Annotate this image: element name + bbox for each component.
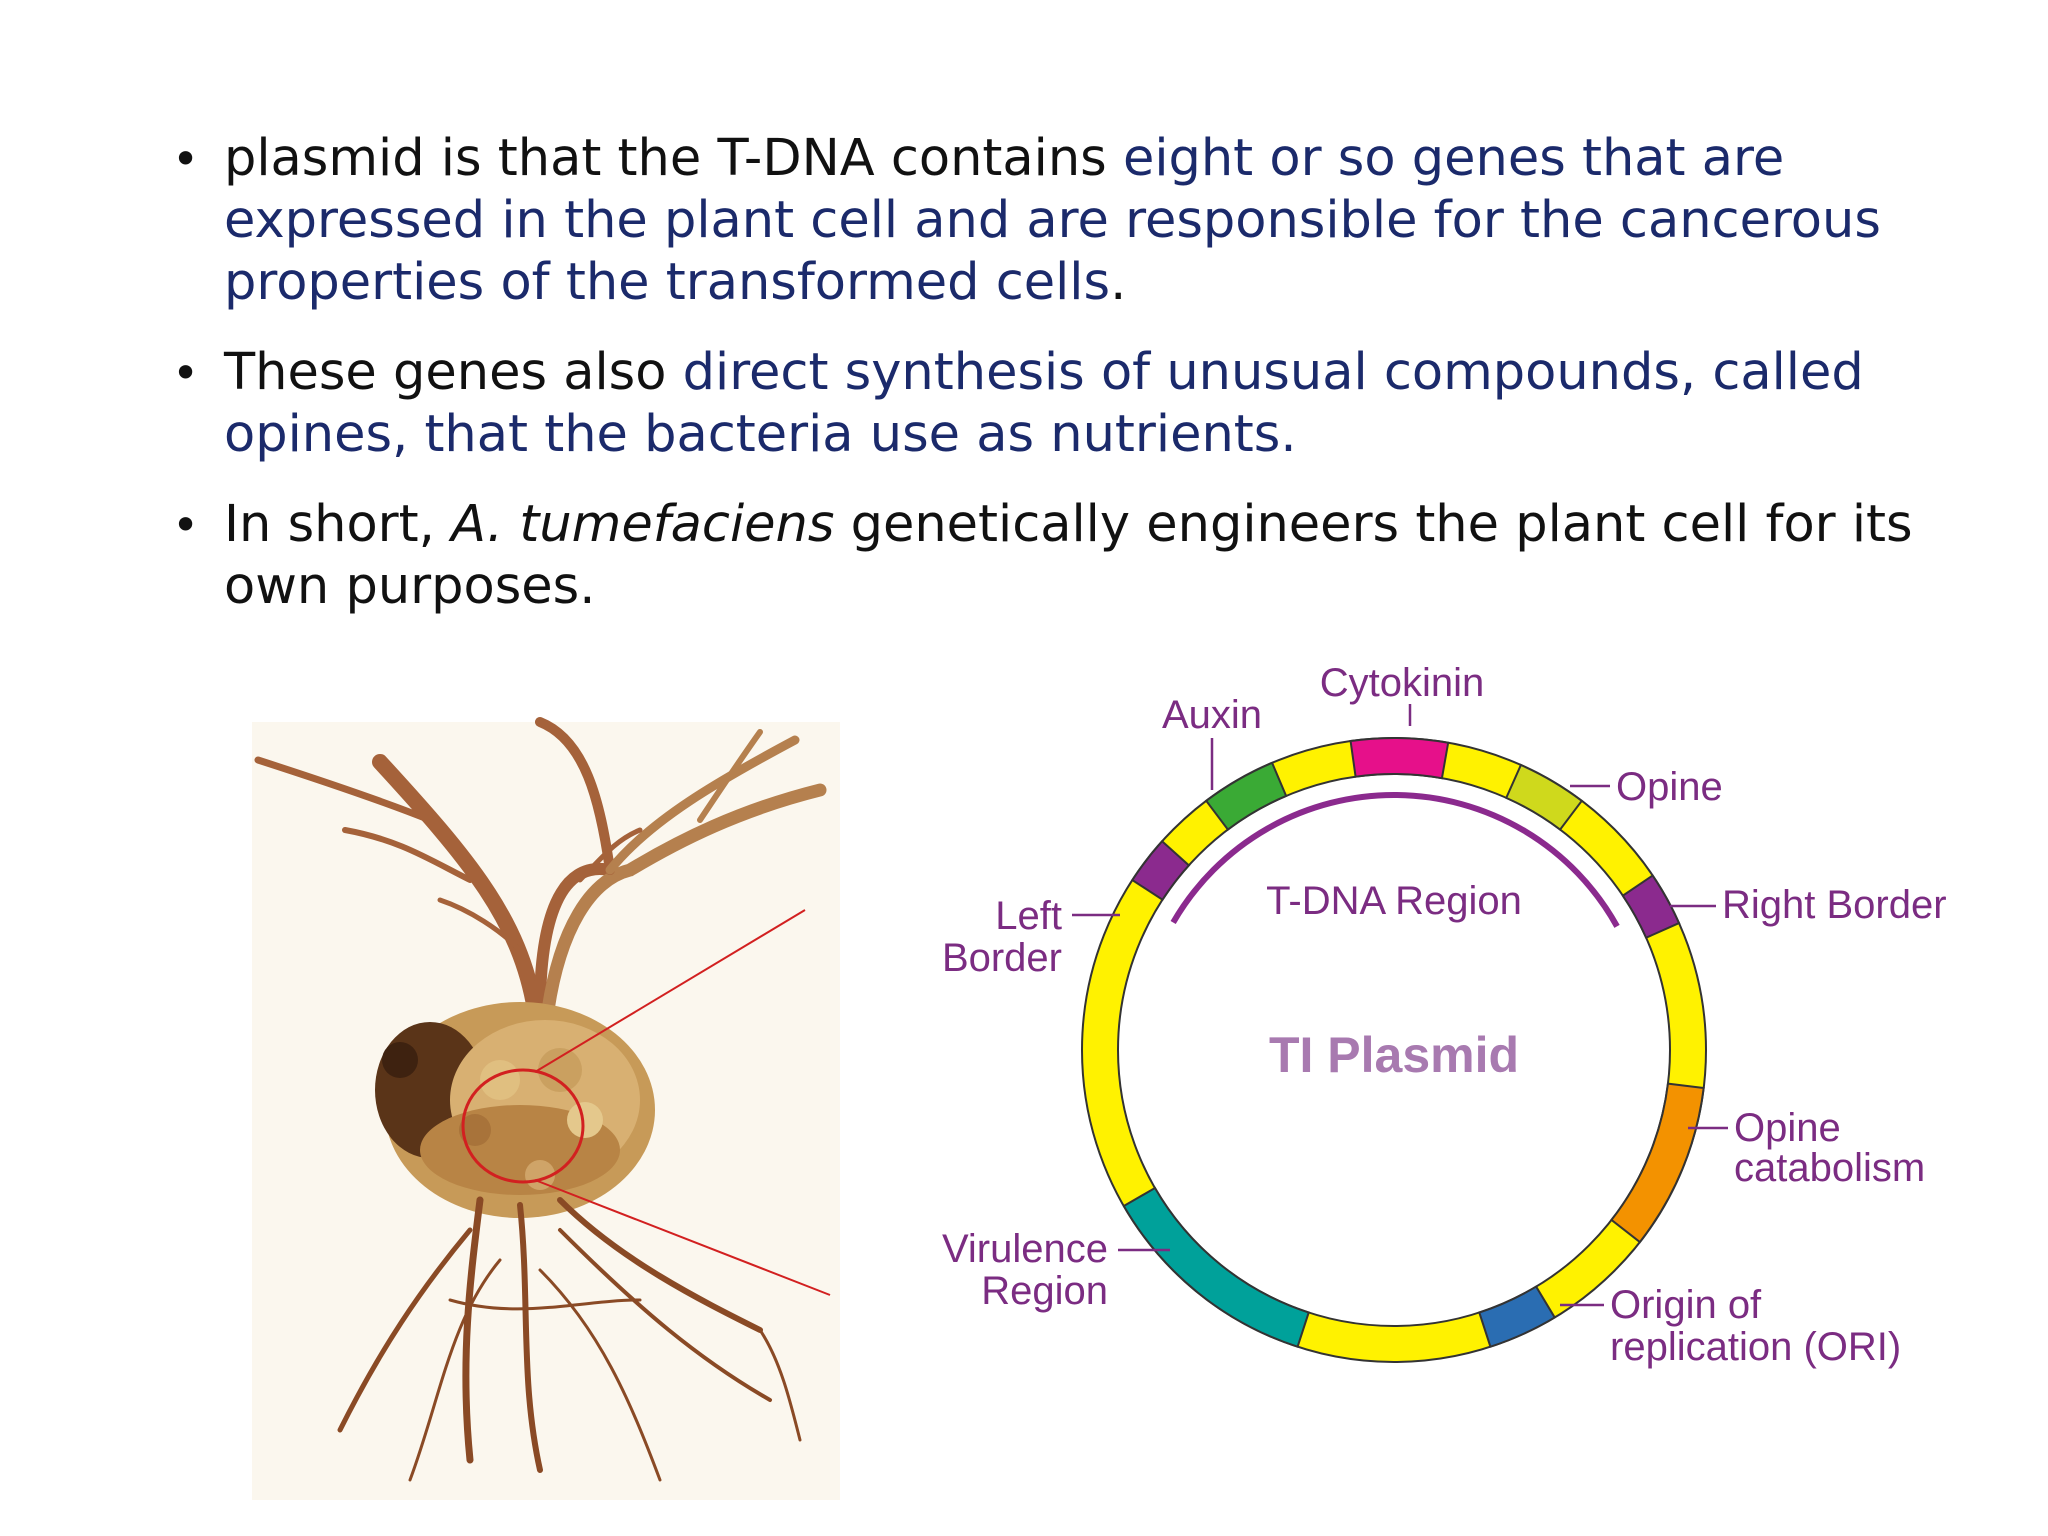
label-opine-catabolism-line1: Opine xyxy=(1734,1106,1841,1150)
label-auxin: Auxin xyxy=(1162,693,1262,737)
bullet-1-text-a: plasmid is that the T-DNA contains xyxy=(224,129,1123,188)
segment-right-border xyxy=(1621,874,1681,940)
bullet-dot: • xyxy=(172,498,200,552)
segment-opine-catabolism xyxy=(1610,1082,1705,1244)
segment-opine xyxy=(1504,763,1584,831)
bullet-3-text-a: In short, xyxy=(224,495,452,554)
label-cytokinin: Cytokinin xyxy=(1320,661,1485,705)
bullet-1: • plasmid is that the T-DNA contains eigh… xyxy=(160,128,1920,314)
zoom-line-top xyxy=(534,909,806,1073)
bullet-dot: • xyxy=(172,346,200,400)
bullet-2: • These genes also direct synthesis of un… xyxy=(160,342,1920,466)
label-ori-line2: replication (ORI) xyxy=(1610,1325,1901,1369)
ti-plasmid-ring xyxy=(1081,737,1707,1363)
label-virulence-line1: Virulence xyxy=(942,1227,1108,1271)
bullet-3-text-b: genetically engineers the plant cell for… xyxy=(224,495,1913,616)
leader-lines xyxy=(1072,704,1728,1307)
bullet-1-highlight: eight or so genes that are expressed in … xyxy=(224,129,1881,312)
segment-cytokinin xyxy=(1349,737,1450,780)
plasmid-labels: Cytokinin Auxin Opine Right Border Left … xyxy=(942,661,1947,1369)
bullet-3-species: A. tumefaciens xyxy=(451,495,835,554)
bullet-dot: • xyxy=(172,132,200,186)
label-opine-catabolism-line2: catabolism xyxy=(1734,1146,1925,1190)
label-virulence-line2: Region xyxy=(981,1269,1108,1313)
label-right-border: Right Border xyxy=(1722,883,1947,927)
bullet-list: • plasmid is that the T-DNA contains eigh… xyxy=(160,128,1920,646)
segment-left-border xyxy=(1130,839,1191,902)
segment-virulence xyxy=(1122,1186,1310,1348)
zoom-circle xyxy=(461,1068,585,1184)
label-ori-line1: Origin of xyxy=(1610,1283,1762,1327)
segment-ori xyxy=(1478,1285,1557,1348)
bullet-2-text-a: These genes also xyxy=(224,343,683,402)
plant-roots xyxy=(337,1196,802,1482)
label-left-border-line2: Border xyxy=(942,936,1062,980)
label-opine: Opine xyxy=(1616,765,1723,809)
bullet-1-text-b: . xyxy=(1110,253,1127,312)
label-left-border-line1: Left xyxy=(995,894,1062,938)
label-tdna-region: T-DNA Region xyxy=(1266,879,1522,923)
gall-tumor xyxy=(375,1002,655,1218)
plant-stems xyxy=(254,717,827,1018)
bullet-2-highlight: direct synthesis of unusual compounds, c… xyxy=(224,343,1864,464)
bullet-3: • In short, A. tumefaciens genetically en… xyxy=(160,494,1920,618)
crown-gall-plant-image xyxy=(252,717,840,1500)
segment-auxin xyxy=(1204,761,1288,831)
zoom-line-bottom xyxy=(534,1179,831,1296)
plasmid-title: TI Plasmid xyxy=(1269,1027,1519,1083)
tdna-region-arc xyxy=(1170,792,1620,928)
